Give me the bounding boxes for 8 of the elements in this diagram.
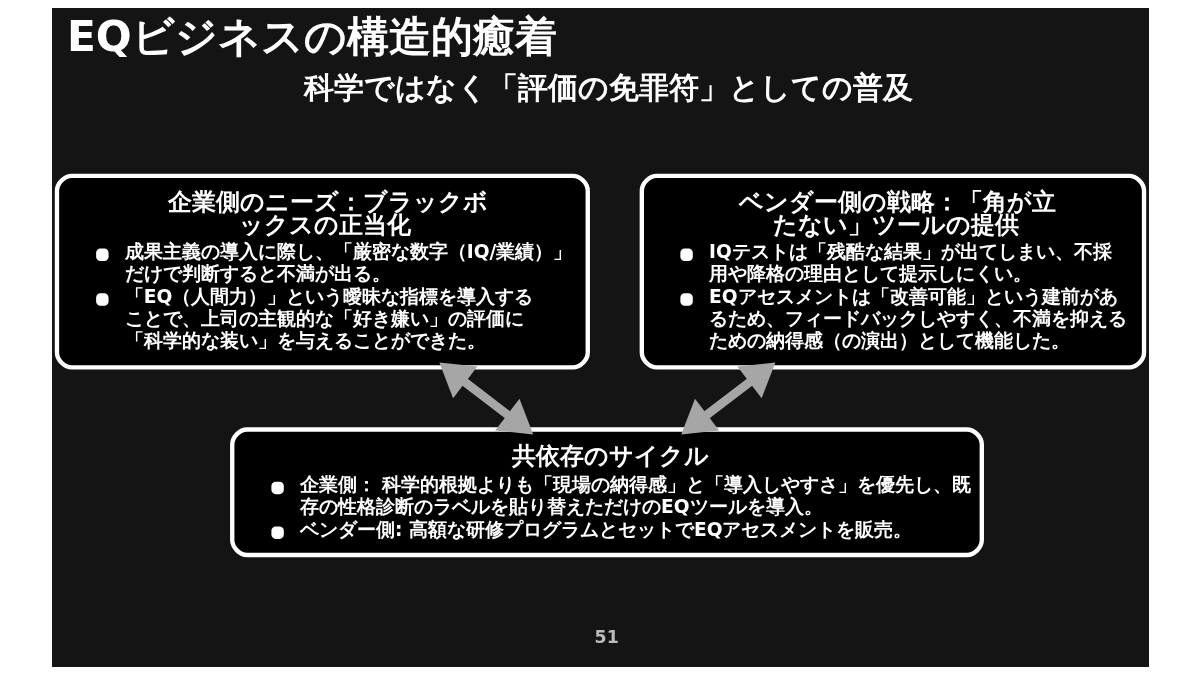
diagram-title: EQビジネスの構造的癒着 bbox=[66, 11, 557, 61]
node-box: 共依存のサイクル 企業側： 科学的根拠よりも「現場の納得感」と「導入しやすさ」を優先し、既存の性格診断のラベルを貼り替えただけのEQツールを導入。 ベンダー側: 高額な研修プログラムとセットでEQアセスメントを販売。 bbox=[229, 427, 984, 558]
arrow bbox=[438, 362, 533, 435]
label: 科学ではなく「評価の免罪符」としての普及 bbox=[303, 69, 913, 105]
node-box: ベンダー側の戦略：「角が立たない」ツールの提供 IQテストは「残酷な結果」が出てしまい、不採用や降格の理由として提示しにくい。 EQアセスメントは「改善可能」という建前があるため、フィードバックしやすく、不満を抑えるための納得感（の演出）として機能した。 bbox=[639, 173, 1146, 370]
label: 51 bbox=[594, 626, 619, 647]
node-box: 企業側のニーズ：ブラックボックスの正当化 成果主義の導入に際し、「厳密な数字（IQ/業績）」だけで判断すると不満が出る。 「EQ（人間力）」という曖昧な指標を導入することで、上司の主観的な「好き嫌い」の評価に「科学的な装い」を与えることができた。 bbox=[54, 173, 590, 370]
arrow bbox=[680, 362, 775, 435]
